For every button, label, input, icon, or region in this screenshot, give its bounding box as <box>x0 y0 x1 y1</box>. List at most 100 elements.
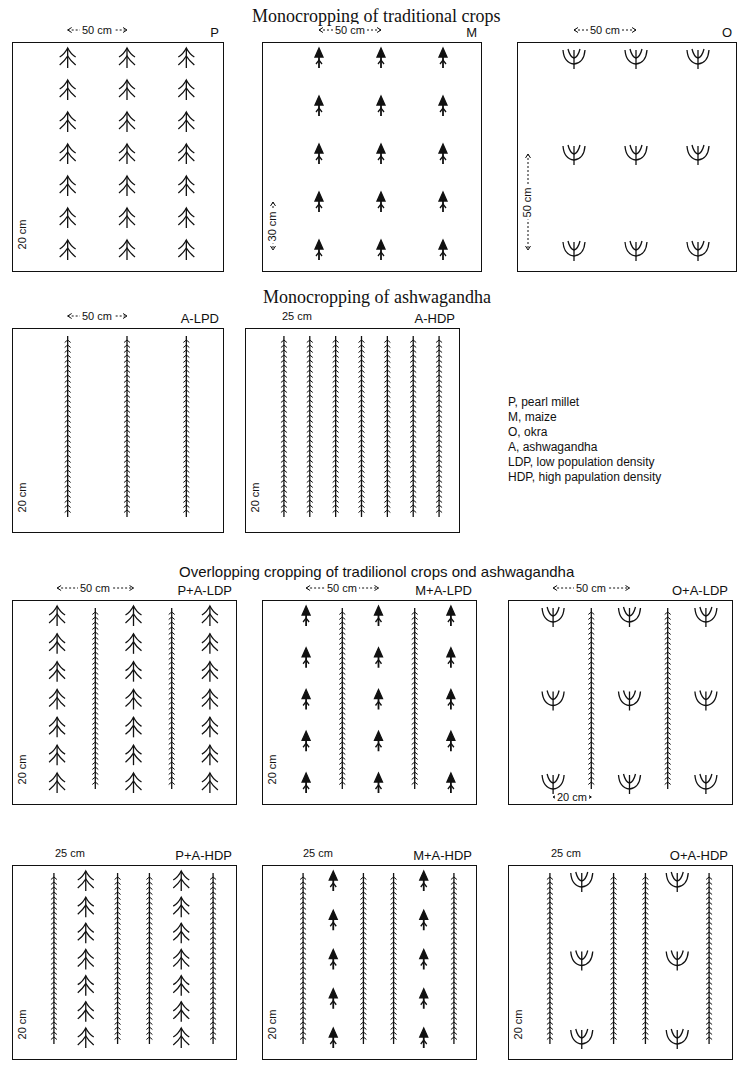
pearl-millet-plant <box>202 773 218 793</box>
okra-plant <box>625 241 647 261</box>
plot-panel: P+A-LDP <box>12 600 237 805</box>
legend-text: P, pearl millet <box>508 395 579 410</box>
dimension-label: 50 cm <box>78 582 112 595</box>
okra-plant <box>619 691 641 711</box>
maize-plant <box>315 96 323 116</box>
ashwagandha-row <box>706 873 712 1044</box>
maize-plant <box>329 910 337 930</box>
plot-panel: P+A-HDP <box>12 865 237 1060</box>
maize-plant <box>439 48 447 68</box>
ashwagandha-row <box>281 336 287 517</box>
maize-plant <box>447 648 455 668</box>
ashwagandha-row <box>359 336 365 517</box>
maize-plant <box>329 1028 337 1048</box>
pearl-millet-plant <box>49 745 65 765</box>
maize-plant <box>315 48 323 68</box>
pearl-millet-plant <box>49 634 65 654</box>
treatment-code: A-HDP <box>415 311 455 326</box>
plot-panel: M+A-HDP <box>262 865 477 1060</box>
plot-panel: M <box>262 42 482 272</box>
ashwagandha-row <box>339 608 345 789</box>
dimension-label: 20 cm <box>555 791 589 804</box>
pearl-millet-plant <box>202 717 218 737</box>
pearl-millet-plant <box>78 1028 94 1048</box>
dimension-label: 25 cm <box>549 847 583 860</box>
maize-plant <box>375 773 383 793</box>
ashwagandha-row <box>333 336 339 517</box>
maize-plant <box>302 731 310 751</box>
okra-plant <box>571 1029 593 1049</box>
pearl-millet-plant <box>202 745 218 765</box>
okra-plant <box>571 872 593 892</box>
maize-plant <box>447 773 455 793</box>
pearl-millet-plant <box>202 662 218 682</box>
plot-panel: M+A-LPD <box>262 600 477 805</box>
okra-plant <box>625 145 647 165</box>
treatment-code: O <box>722 25 732 40</box>
maize-plant <box>420 871 428 891</box>
maize-plant <box>439 192 447 212</box>
treatment-code: A-LPD <box>181 311 219 326</box>
maize-plant <box>439 240 447 260</box>
plot-panel: O+A-LDP <box>508 600 733 805</box>
okra-plant <box>695 607 717 627</box>
okra-plant <box>666 872 688 892</box>
maize-plant <box>302 648 310 668</box>
maize-plant <box>377 192 385 212</box>
maize-plant <box>375 606 383 626</box>
maize-plant <box>315 192 323 212</box>
legend-text: O, okra <box>508 425 547 440</box>
treatment-code: P+A-HDP <box>175 848 232 863</box>
dimension-label: 25 cm <box>301 847 335 860</box>
ashwagandha-row <box>51 873 57 1044</box>
okra-plant <box>563 49 585 69</box>
pearl-millet-plant <box>173 923 189 943</box>
pearl-millet-plant <box>126 717 142 737</box>
maize-plant <box>420 950 428 970</box>
dimension-label: 50 cm <box>521 186 534 220</box>
pearl-millet-plant <box>202 606 218 626</box>
dimension-label: 50 cm <box>333 24 367 37</box>
dimension-label: 30 cm <box>266 210 279 244</box>
okra-plant <box>571 951 593 971</box>
section-heading: Overlopping cropping of tradilionol crop… <box>179 563 574 580</box>
okra-plant <box>666 951 688 971</box>
plot-panel: O <box>517 42 737 272</box>
pearl-millet-plant <box>78 976 94 996</box>
dimension-label: 20 cm <box>16 218 29 252</box>
pearl-millet-plant <box>78 1002 94 1022</box>
dimension-label: 50 cm <box>588 24 622 37</box>
section-heading: Monocropping of traditional crops <box>252 6 500 27</box>
ashwagandha-row <box>92 608 98 789</box>
pearl-millet-plant <box>178 208 194 228</box>
maize-plant <box>329 871 337 891</box>
pearl-millet-plant <box>60 176 76 196</box>
dimension-label: 25 cm <box>280 310 314 323</box>
pearl-millet-plant <box>60 80 76 100</box>
plot-panel: O+A-HDP <box>508 865 733 1060</box>
ashwagandha-row <box>588 608 594 789</box>
pearl-millet-plant <box>60 112 76 132</box>
pearl-millet-plant <box>119 208 135 228</box>
pearl-millet-plant <box>60 208 76 228</box>
dimension-label: 20 cm <box>266 753 279 787</box>
ashwagandha-row <box>65 336 71 517</box>
legend-text: A, ashwagandha <box>508 440 597 455</box>
ashwagandha-row <box>410 336 416 517</box>
dimension-label: 20 cm <box>16 1008 29 1042</box>
pearl-millet-plant <box>178 48 194 68</box>
pearl-millet-plant <box>126 606 142 626</box>
pearl-millet-plant <box>78 923 94 943</box>
okra-plant <box>666 1029 688 1049</box>
dimension-label: 20 cm <box>249 481 262 515</box>
legend-text: HDP, high papulation density <box>508 470 661 485</box>
dimension-label: 20 cm <box>16 481 29 515</box>
pearl-millet-plant <box>173 1002 189 1022</box>
maize-plant <box>302 773 310 793</box>
pearl-millet-plant <box>119 112 135 132</box>
pearl-millet-plant <box>60 240 76 260</box>
okra-plant <box>563 241 585 261</box>
ashwagandha-row <box>360 873 366 1044</box>
ashwagandha-row <box>391 873 397 1044</box>
pearl-millet-plant <box>126 662 142 682</box>
